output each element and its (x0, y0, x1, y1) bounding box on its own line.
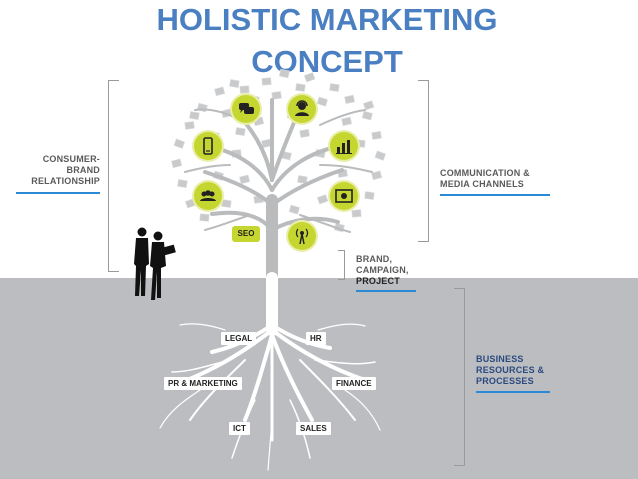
root-tag-ict: ICT (229, 422, 250, 435)
business-line-1: BUSINESS (476, 354, 524, 364)
mobile-phone-icon (194, 132, 222, 160)
consumer-underline (16, 192, 100, 194)
video-player-icon (330, 182, 358, 210)
root-tag-pr-marketing: PR & MARKETING (164, 377, 242, 390)
left-bracket (108, 80, 119, 272)
business-underline (476, 391, 550, 393)
right-bracket-communication (418, 80, 429, 242)
business-line-3: PROCESSES (476, 376, 534, 386)
root-tag-sales: SALES (296, 422, 331, 435)
bar-chart-icon (330, 132, 358, 160)
canopy-leaves (170, 68, 387, 233)
consumer-line-2: BRAND (66, 165, 100, 175)
consumer-line-1: CONSUMER- (42, 154, 100, 164)
tree-branches (184, 98, 373, 286)
consumer-brand-relationship-label: CONSUMER- BRAND RELATIONSHIP (2, 154, 100, 187)
root-tag-hr: HR (306, 332, 326, 345)
communication-line-2: MEDIA CHANNELS (440, 179, 524, 189)
brand-line-2: CAMPAIGN, (356, 265, 409, 275)
brand-line-1: BRAND, (356, 254, 393, 264)
communication-media-channels-label: COMMUNICATION & MEDIA CHANNELS (440, 168, 570, 190)
communication-line-1: COMMUNICATION & (440, 168, 530, 178)
seo-leaf: SEO (232, 226, 260, 242)
brand-underline (356, 290, 416, 292)
business-line-2: RESOURCES & (476, 365, 545, 375)
broadcast-tower-icon (288, 222, 316, 250)
right-bracket-brand (338, 250, 345, 280)
brand-campaign-project-label: BRAND, CAMPAIGN, PROJECT (356, 254, 446, 287)
group-icon (194, 182, 222, 210)
right-bracket-business (454, 288, 465, 466)
communication-underline (440, 194, 550, 196)
consumer-line-3: RELATIONSHIP (31, 176, 100, 186)
page-title-line-1: HOLISTIC MARKETING (156, 2, 498, 37)
page-title-line-2: CONCEPT (251, 44, 403, 79)
business-resources-processes-label: BUSINESS RESOURCES & PROCESSES (476, 354, 586, 387)
root-tag-legal: LEGAL (221, 332, 257, 345)
support-agent-icon (288, 95, 316, 123)
chat-icon (232, 95, 260, 123)
people-silhouette-icon (134, 227, 176, 300)
root-tag-finance: FINANCE (332, 377, 376, 390)
brand-line-3: PROJECT (356, 276, 400, 286)
tree-roots (159, 272, 381, 471)
